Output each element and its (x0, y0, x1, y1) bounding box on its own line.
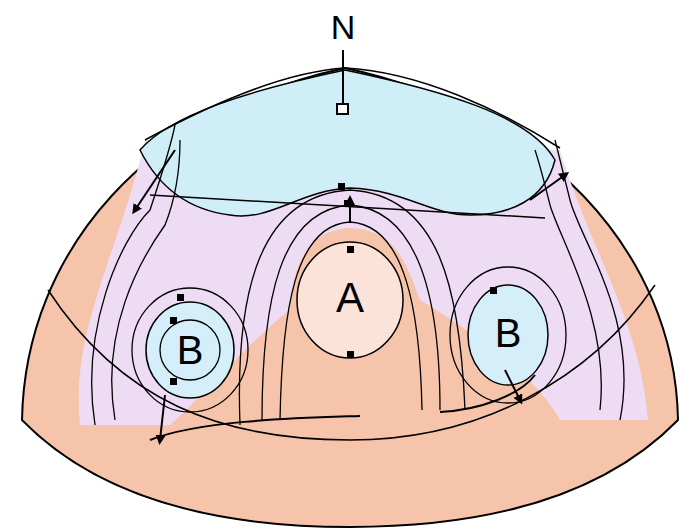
high-pressure-label: A (336, 277, 364, 319)
north-label: N (331, 10, 356, 44)
low-pressure-label: B (177, 330, 204, 370)
low-pressure-label: B (495, 313, 522, 353)
